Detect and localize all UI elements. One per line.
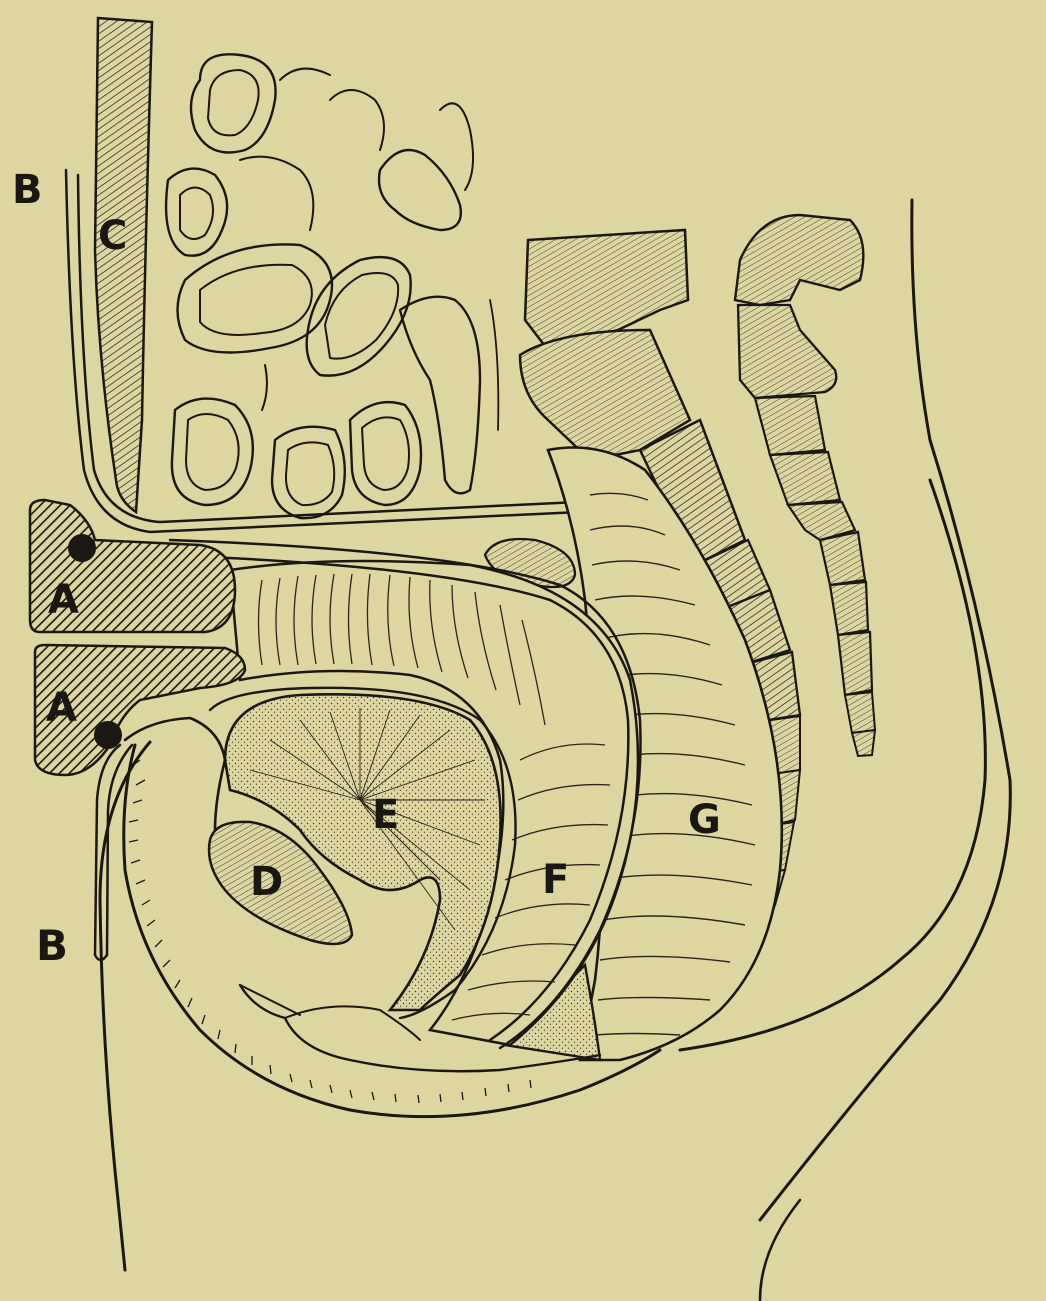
label-b-upper: B [12, 170, 43, 210]
label-b-lower: B [36, 925, 68, 967]
label-f: F [542, 860, 569, 900]
label-a-upper: A [48, 580, 79, 620]
label-a-lower: A [46, 688, 77, 728]
label-c: C [98, 216, 127, 256]
label-e: E [372, 795, 399, 835]
intestine-loops [166, 54, 498, 518]
label-g: G [688, 800, 721, 840]
abdominal-wall-c [95, 18, 152, 512]
label-d: D [250, 862, 283, 902]
front-outline [95, 742, 150, 1270]
